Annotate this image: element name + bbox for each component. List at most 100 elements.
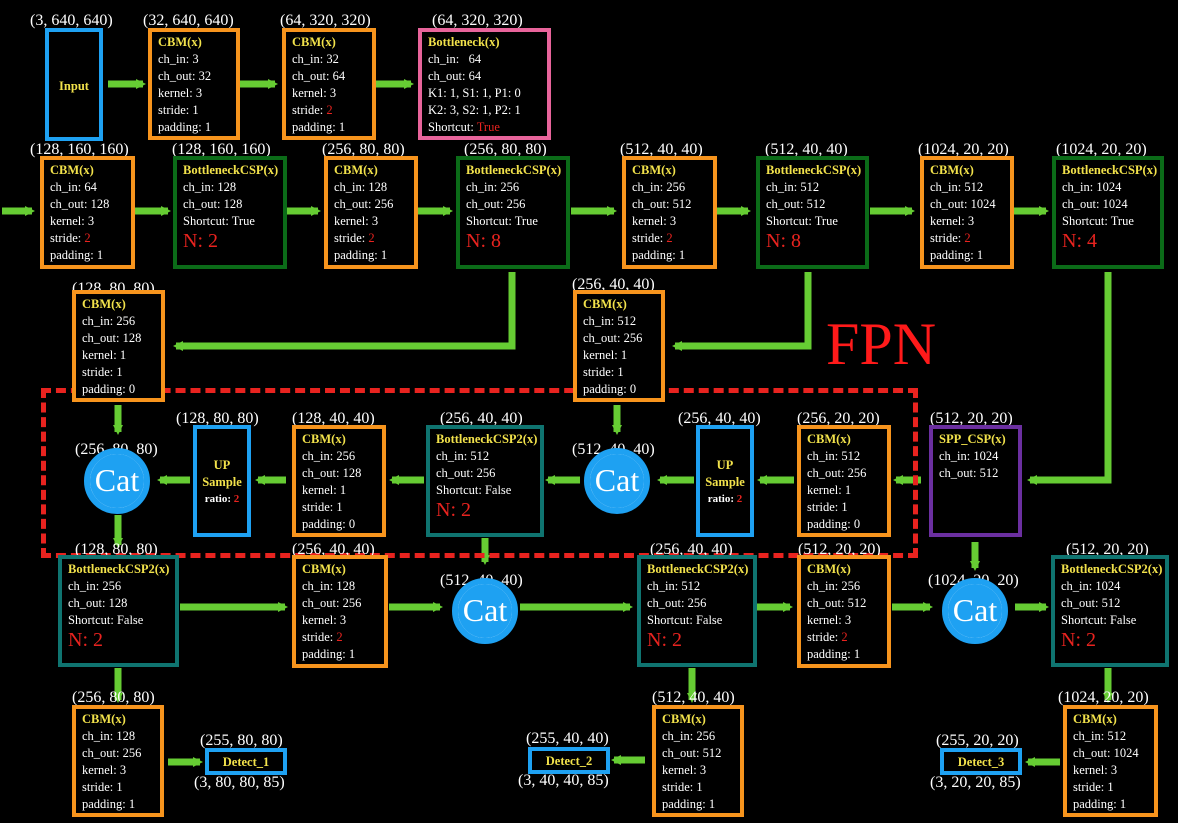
block-line: Shortcut: False [647,613,723,627]
shape-label: (256, 40, 40) [440,410,523,427]
block-line: stride: 2 [807,629,887,646]
block-line: kernel: 3 [302,613,347,627]
bottleneck-csp-block[interactable]: BottleneckCSP(x) ch_in: 128 ch_out: 128 … [173,156,287,269]
block-line: ratio: 2 [700,491,750,508]
concat-node[interactable]: Cat [452,578,518,644]
cbm-block[interactable]: CBM(x) ch_in: 512 ch_out: 256 kernel: 1 … [797,425,891,537]
bottleneck-csp2-block[interactable]: BottleneckCSP2(x) ch_in: 1024 ch_out: 51… [1051,555,1169,667]
repeat-count: N: 2 [647,629,682,651]
cbm-block[interactable]: CBM(x) ch_in: 256 ch_out: 128 kernel: 1 … [72,290,165,402]
cbm-block[interactable]: CBM(x) ch_in: 512 ch_out: 256 kernel: 1 … [573,290,665,402]
bottleneck-csp-block[interactable]: BottleneckCSP(x) ch_in: 1024 ch_out: 102… [1052,156,1164,269]
cbm-block[interactable]: CBM(x) ch_in: 256 ch_out: 128 kernel: 1 … [292,425,386,537]
cbm-block[interactable]: CBM(x) ch_in: 128 ch_out: 256 kernel: 3 … [324,156,418,269]
stride-value: 2 [326,103,333,117]
detect-label: Detect_2 [545,754,593,768]
block-title: BottleneckCSP2(x) [1061,562,1163,576]
block-line: ch_out: 256 [466,197,526,211]
block-line: ch_in: 512 [1073,729,1127,743]
block-line: kernel: 1 [302,483,347,497]
block-line: kernel: 3 [334,214,379,228]
block-line: ch_out: 64 [428,69,482,83]
block-line: ch_out: 256 [583,331,643,345]
shape-label: (255, 80, 80) [200,732,283,749]
cbm-block[interactable]: CBM(x) ch_in: 256 ch_out: 512 kernel: 3 … [797,555,891,668]
spp-csp-block[interactable]: SPP_CSP(x) ch_in: 1024 ch_out: 512 [929,425,1022,537]
block-line: stride: 1 [82,780,123,794]
block-line: Shortcut: False [68,613,144,627]
detect-block[interactable]: Detect_3 [940,748,1022,775]
block-line: stride: 1 [82,365,123,379]
stride-key: stride: [302,630,337,644]
block-line: stride: 1 [662,780,703,794]
ratio-key: ratio: [204,493,234,505]
shape-label: (512, 40, 40) [652,689,735,706]
repeat-count: N: 2 [1061,629,1096,651]
block-title: UP [213,458,231,472]
cbm-block[interactable]: CBM(x) ch_in: 64 ch_out: 128 kernel: 3 s… [40,156,135,269]
shape-label: (3, 40, 40, 85) [518,772,609,789]
cbm-block[interactable]: CBM(x) ch_in: 512 ch_out: 1024 kernel: 3… [920,156,1014,269]
concat-node[interactable]: Cat [584,448,650,514]
block-line: ch_in: 256 [82,314,136,328]
block-title: Sample [202,475,242,489]
detect-block[interactable]: Detect_1 [205,748,287,775]
block-line: K1: 1, S1: 1, P1: 0 [428,86,521,100]
block-line: ch_in: 512 [583,314,637,328]
block-title: UP [716,458,734,472]
stride-key: stride: [807,630,842,644]
shape-label: (3, 640, 640) [30,12,113,29]
block-line: ch_out: 512 [1061,596,1121,610]
stride-value: 2 [666,231,673,245]
block-line: Shortcut: True [466,214,538,228]
fpn-label: FPN [826,311,937,377]
cbm-block[interactable]: CBM(x) ch_in: 512 ch_out: 1024 kernel: 3… [1063,705,1158,817]
block-line: padding: 1 [302,647,356,661]
fpn-region-outline [41,388,918,558]
shape-label: (512, 20, 20) [930,410,1013,427]
upsample-block[interactable]: UP Sample ratio: 2 [193,425,251,537]
bottleneck-csp2-block[interactable]: BottleneckCSP2(x) ch_in: 256 ch_out: 128… [58,555,179,667]
cbm-block[interactable]: CBM(x) ch_in: 128 ch_out: 256 kernel: 3 … [292,555,388,668]
concat-node[interactable]: Cat [942,578,1008,644]
block-title: CBM(x) [50,163,94,177]
block-line: ch_in: 512 [436,449,490,463]
block-line: ch_in: 1024 [1062,180,1122,194]
upsample-block[interactable]: UP Sample ratio: 2 [696,425,754,537]
block-line: padding: 1 [930,248,984,262]
cbm-block[interactable]: CBM(x) ch_in: 3 ch_out: 32 kernel: 3 str… [148,28,240,140]
repeat-count: N: 2 [436,499,471,521]
block-line: ch_out: 1024 [1073,746,1139,760]
block-line: kernel: 3 [807,613,852,627]
shape-label: (128, 80, 80) [75,541,158,558]
cbm-block[interactable]: CBM(x) ch_in: 32 ch_out: 64 kernel: 3 st… [282,28,376,140]
bottleneck-csp2-block[interactable]: BottleneckCSP2(x) ch_in: 512 ch_out: 256… [637,555,757,667]
block-line: ch_out: 128 [82,331,142,345]
shape-label: (256, 40, 40) [678,410,761,427]
cbm-block[interactable]: CBM(x) ch_in: 256 ch_out: 512 kernel: 3 … [652,705,744,817]
cat-label: Cat [952,592,998,628]
block-title: CBM(x) [292,35,336,49]
bottleneck-csp2-block[interactable]: BottleneckCSP2(x) ch_in: 512 ch_out: 256… [426,425,544,537]
block-line: ch_out: 1024 [1062,197,1128,211]
block-title: CBM(x) [662,712,706,726]
detect-block[interactable]: Detect_2 [528,747,610,774]
stride-value: 2 [841,630,848,644]
cbm-block[interactable]: CBM(x) ch_in: 128 ch_out: 256 kernel: 3 … [72,705,164,817]
block-title: BottleneckCSP2(x) [436,432,538,446]
cbm-block[interactable]: CBM(x) ch_in: 256 ch_out: 512 kernel: 3 … [622,156,717,269]
block-title: CBM(x) [302,562,346,576]
bottleneck-csp-block[interactable]: BottleneckCSP(x) ch_in: 256 ch_out: 256 … [456,156,570,269]
detect-label: Detect_1 [222,755,270,769]
bottleneck-csp-block[interactable]: BottleneckCSP(x) ch_in: 512 ch_out: 512 … [756,156,869,269]
concat-node[interactable]: Cat [84,448,150,514]
shape-label: (128, 160, 160) [172,141,271,158]
block-line: ch_in: 256 [632,180,686,194]
bottleneck-block[interactable]: Bottleneck(x) ch_in: 64 ch_out: 64 K1: 1… [418,28,551,140]
block-line: ch_in: 128 [302,579,356,593]
input-block[interactable]: Input [45,28,103,141]
block-line: kernel: 1 [82,348,127,362]
block-title: CBM(x) [632,163,676,177]
block-title: Bottleneck(x) [428,35,500,49]
block-line: padding: 1 [662,797,716,811]
